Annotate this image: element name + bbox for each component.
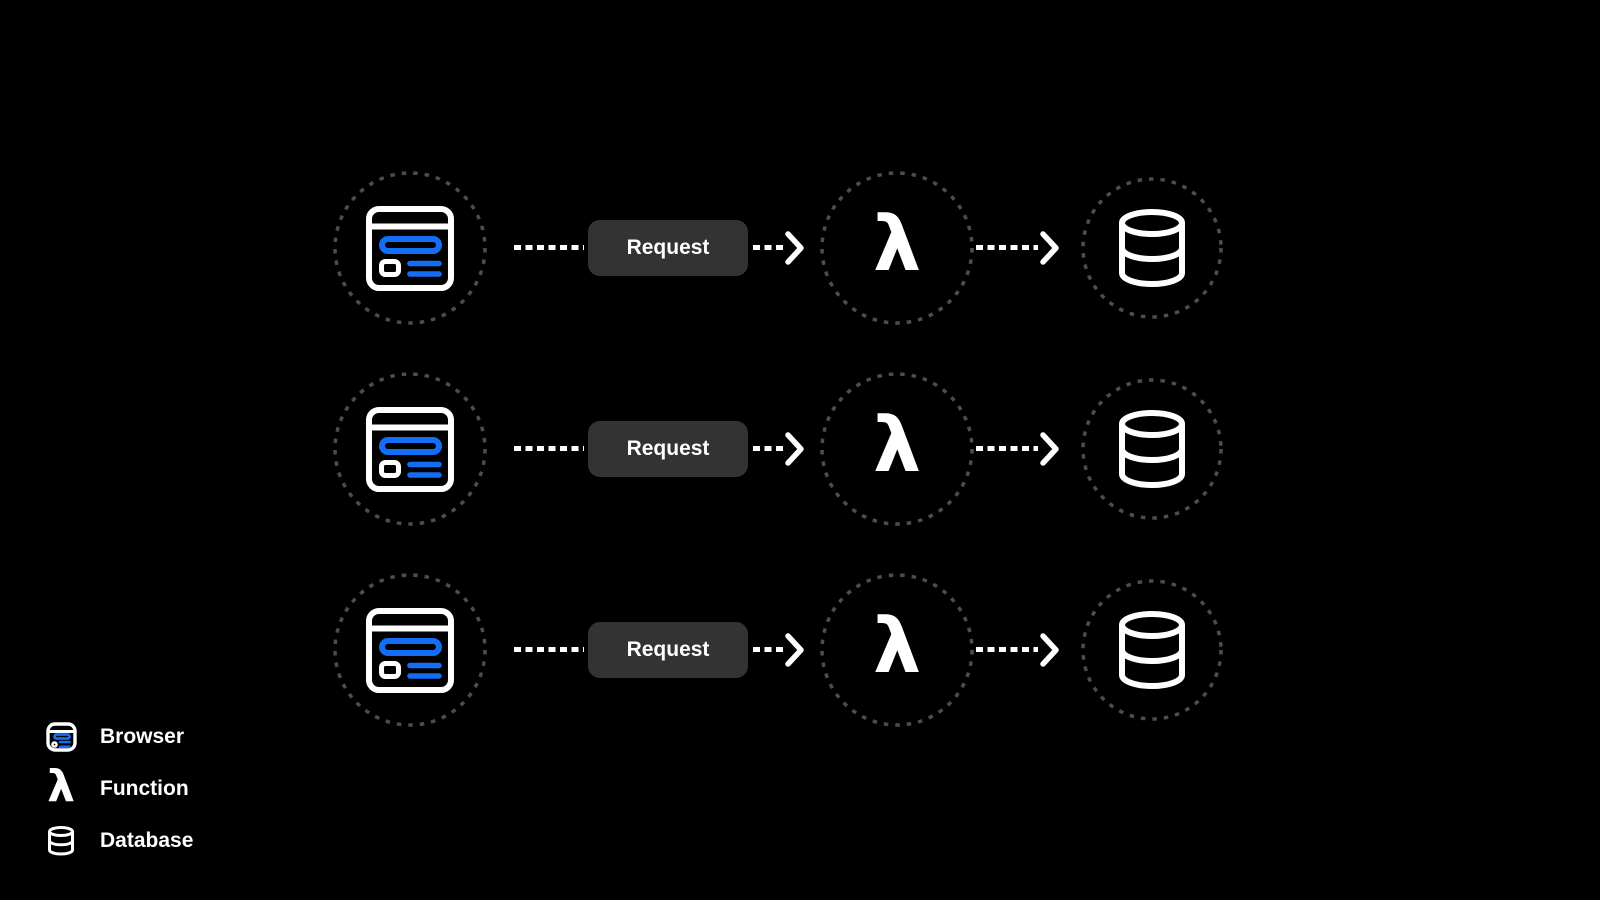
legend-label: Browser: [100, 725, 185, 748]
arrowhead-icon: [1040, 432, 1059, 466]
dashed-connector: [514, 446, 584, 451]
lambda-icon: λ: [872, 601, 922, 690]
arrowhead-icon: [1040, 633, 1059, 667]
legend-item-browser: Browser: [44, 711, 193, 763]
database-icon: [44, 826, 78, 856]
legend-item-database: Database: [44, 815, 193, 867]
flow-row: Request λ: [0, 170, 1600, 326]
dotted-circle: [820, 171, 974, 325]
browser-icon: [366, 607, 454, 693]
dotted-circle: [333, 573, 487, 727]
arrowhead-icon: [785, 633, 804, 667]
browser-icon: [366, 406, 454, 492]
database-icon: [1119, 410, 1185, 488]
browser-icon: [366, 205, 454, 291]
legend: Browser λ Function Database: [44, 711, 193, 867]
browser-node: [332, 371, 488, 527]
dotted-circle: [333, 171, 487, 325]
database-icon: [1119, 611, 1185, 689]
legend-label: Function: [100, 777, 189, 800]
request-label: Request: [626, 638, 710, 661]
legend-label: Database: [100, 829, 194, 852]
dashed-connector: [514, 647, 584, 652]
legend-item-function: λ Function: [44, 763, 193, 815]
dotted-circle: [1081, 177, 1223, 319]
arrowhead-icon: [785, 432, 804, 466]
dotted-circle: [1081, 378, 1223, 520]
dashed-connector: [976, 647, 1038, 652]
request-label: Request: [626, 437, 710, 460]
request-pill: Request: [588, 421, 748, 477]
dashed-connector: [753, 446, 783, 451]
lambda-icon: λ: [872, 199, 922, 288]
browser-icon: [44, 722, 78, 752]
dashed-connector: [514, 245, 584, 250]
database-node: [1080, 176, 1224, 320]
browser-node: [332, 170, 488, 326]
lambda-icon: λ: [872, 400, 922, 489]
request-label: Request: [626, 236, 710, 259]
function-node: λ: [819, 170, 975, 326]
request-pill: Request: [588, 622, 748, 678]
database-node: [1080, 377, 1224, 521]
arrowhead-icon: [1040, 231, 1059, 265]
function-node: λ: [819, 572, 975, 728]
request-pill: Request: [588, 220, 748, 276]
browser-node: [332, 572, 488, 728]
dashed-connector: [753, 647, 783, 652]
flow-row: Request λ: [0, 371, 1600, 527]
dotted-circle: [1081, 579, 1223, 721]
dotted-circle: [820, 372, 974, 526]
dashed-connector: [753, 245, 783, 250]
dotted-circle: [820, 573, 974, 727]
dashed-connector: [976, 446, 1038, 451]
lambda-icon: λ: [47, 761, 75, 812]
dotted-circle: [333, 372, 487, 526]
dashed-connector: [976, 245, 1038, 250]
flow-row: Request λ: [0, 572, 1600, 728]
function-node: λ: [819, 371, 975, 527]
arrowhead-icon: [785, 231, 804, 265]
database-node: [1080, 578, 1224, 722]
database-icon: [1119, 209, 1185, 287]
